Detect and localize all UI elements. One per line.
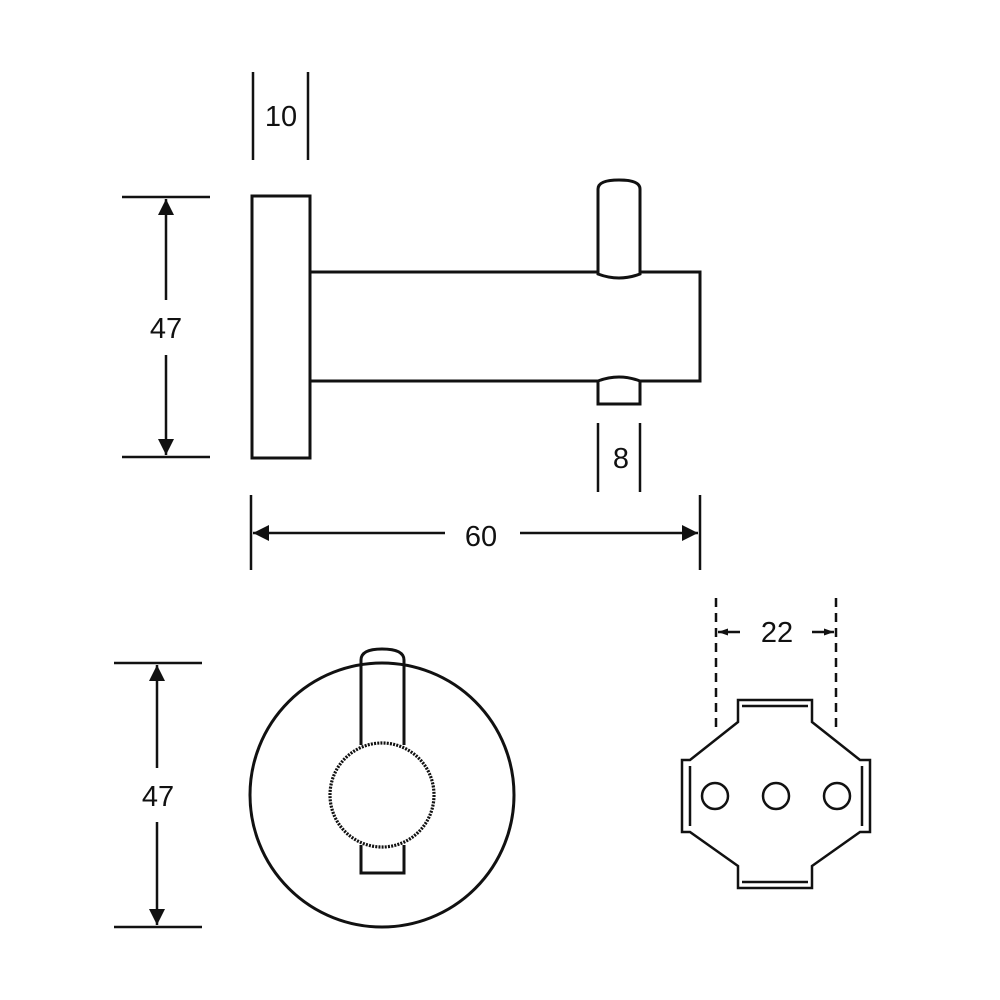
side-arm	[310, 270, 702, 383]
label-plate-hole-spacing: 22	[761, 617, 793, 649]
label-front-diameter: 47	[142, 781, 174, 813]
dimension-flange-thickness	[251, 72, 310, 160]
mounting-plate	[680, 698, 872, 890]
front-arm-end	[328, 741, 436, 849]
dimension-plate-hole-spacing	[714, 598, 838, 728]
label-overall-depth: 60	[465, 521, 497, 553]
side-upper-peg	[596, 178, 642, 280]
dimension-front-diameter	[114, 661, 202, 929]
side-flange	[250, 194, 312, 460]
front-rosette	[248, 661, 516, 929]
side-view	[250, 178, 702, 460]
label-flange-thickness: 10	[265, 101, 297, 133]
plate-hole-center	[761, 781, 791, 811]
dimension-overall-depth	[249, 495, 702, 570]
front-view	[248, 647, 516, 929]
label-side-height: 47	[150, 313, 182, 345]
plate-hole-right	[822, 781, 852, 811]
front-peg	[359, 647, 406, 875]
plate-inner-outline	[688, 704, 864, 884]
plate-hole-left	[700, 781, 730, 811]
plate-outline	[680, 698, 872, 890]
dimension-peg-diameter	[596, 423, 642, 492]
label-peg-diameter: 8	[613, 443, 629, 475]
side-lower-peg	[596, 375, 642, 406]
dimension-side-height	[122, 195, 210, 459]
